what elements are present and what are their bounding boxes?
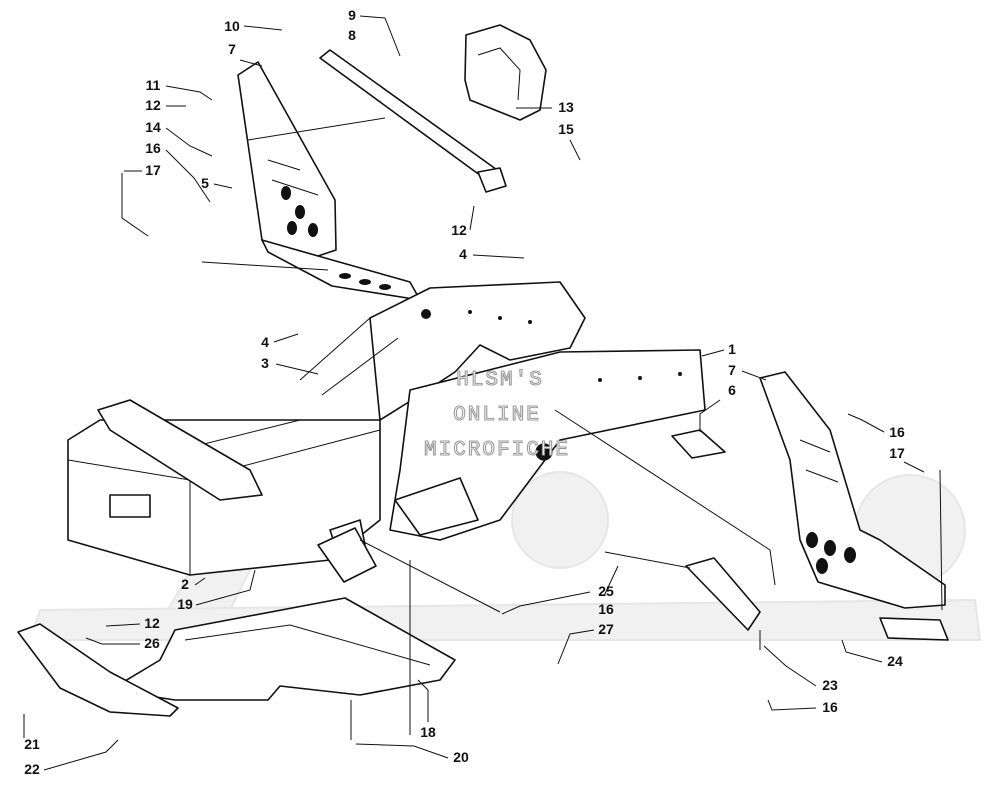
callout-leader-27 xyxy=(557,629,595,665)
callout-label-7: 7 xyxy=(728,362,736,378)
callout-label-23: 23 xyxy=(822,677,838,693)
callout-label-18: 18 xyxy=(420,724,436,740)
callout-leader-6 xyxy=(699,399,721,432)
main-frame-bulkhead xyxy=(299,281,706,541)
callout-label-22: 22 xyxy=(24,761,40,777)
callout-label-20: 20 xyxy=(453,749,469,765)
steering-post-bracket-right xyxy=(759,371,946,609)
callout-label-15: 15 xyxy=(558,121,574,137)
leader-lower-assembly xyxy=(350,409,943,740)
watermark: HLSM'S ONLINE MICROFICHE xyxy=(423,368,570,462)
callout-leader-4 xyxy=(273,333,299,343)
watermark-line-3: MICROFICHE xyxy=(424,439,570,462)
callout-leader-16 xyxy=(603,565,619,597)
callout-leader-15 xyxy=(569,139,581,161)
callout-label-9: 9 xyxy=(348,7,356,23)
callout-leader-22 xyxy=(43,739,119,771)
watermark-line-2: ONLINE xyxy=(453,404,541,427)
callout-leader-18 xyxy=(417,679,429,722)
callout-label-14: 14 xyxy=(145,119,161,135)
callout-leader-12 xyxy=(105,623,141,627)
mount-bracket xyxy=(671,429,949,641)
callout-label-19: 19 xyxy=(177,596,193,612)
callout-label-6: 6 xyxy=(728,382,736,398)
callout-leader-16 xyxy=(847,413,885,433)
callout-leader-4 xyxy=(472,254,525,259)
callout-leader-16 xyxy=(767,699,817,711)
front-bumper xyxy=(17,623,179,717)
callout-leader-10 xyxy=(243,25,283,31)
callout-label-24: 24 xyxy=(887,653,903,669)
callout-leader-24 xyxy=(841,639,883,663)
steering-post-cover xyxy=(464,24,547,121)
callout-label-7: 7 xyxy=(228,41,236,57)
callout-label-5: 5 xyxy=(201,175,209,191)
callout-leader-25 xyxy=(501,591,591,615)
callout-leader-11 xyxy=(165,85,213,101)
callout-layer: 1098711121416517131512443176161721925162… xyxy=(23,7,925,777)
callout-label-12: 12 xyxy=(451,222,467,238)
callout-label-1: 1 xyxy=(728,341,736,357)
callout-label-26: 26 xyxy=(144,635,160,651)
watermark-line-1: HLSM'S xyxy=(456,369,544,392)
callout-label-27: 27 xyxy=(598,621,614,637)
callout-label-16: 16 xyxy=(145,140,161,156)
steering-support-tube xyxy=(319,49,507,193)
callout-label-12: 12 xyxy=(144,615,160,631)
callout-label-2: 2 xyxy=(181,576,189,592)
callout-label-16: 16 xyxy=(598,601,614,617)
callout-leader-9 xyxy=(359,15,401,57)
callout-label-4: 4 xyxy=(261,334,269,350)
callout-leader-1 xyxy=(701,349,725,357)
callout-label-13: 13 xyxy=(558,99,574,115)
rear-frame-section xyxy=(67,399,381,583)
callout-label-12: 12 xyxy=(145,97,161,113)
callout-label-11: 11 xyxy=(146,77,161,93)
callout-leader-12 xyxy=(469,205,475,231)
callout-label-21: 21 xyxy=(24,736,40,752)
callout-leader-7 xyxy=(741,370,767,381)
callout-leader-5 xyxy=(213,183,233,189)
callout-label-10: 10 xyxy=(224,18,240,34)
callout-label-17: 17 xyxy=(145,162,161,178)
callout-label-16: 16 xyxy=(889,424,905,440)
callout-leader-3 xyxy=(275,363,319,375)
callout-leader-2 xyxy=(194,577,206,586)
callout-leader-16 xyxy=(165,149,211,203)
callout-leader-7 xyxy=(239,59,263,67)
callout-leader-20 xyxy=(355,743,449,759)
steering-post-bracket-left xyxy=(237,61,421,301)
callout-leader-26 xyxy=(85,637,140,645)
callout-leader-14 xyxy=(165,127,213,157)
leader-top-assembly xyxy=(121,117,386,271)
callout-label-3: 3 xyxy=(261,355,269,371)
callout-label-17: 17 xyxy=(889,445,905,461)
callout-label-4: 4 xyxy=(459,246,467,262)
callout-label-16: 16 xyxy=(822,699,838,715)
callout-leader-19 xyxy=(195,569,256,606)
callout-leader-17 xyxy=(903,461,925,473)
callout-leader-23 xyxy=(763,645,817,687)
callout-label-8: 8 xyxy=(348,27,356,43)
